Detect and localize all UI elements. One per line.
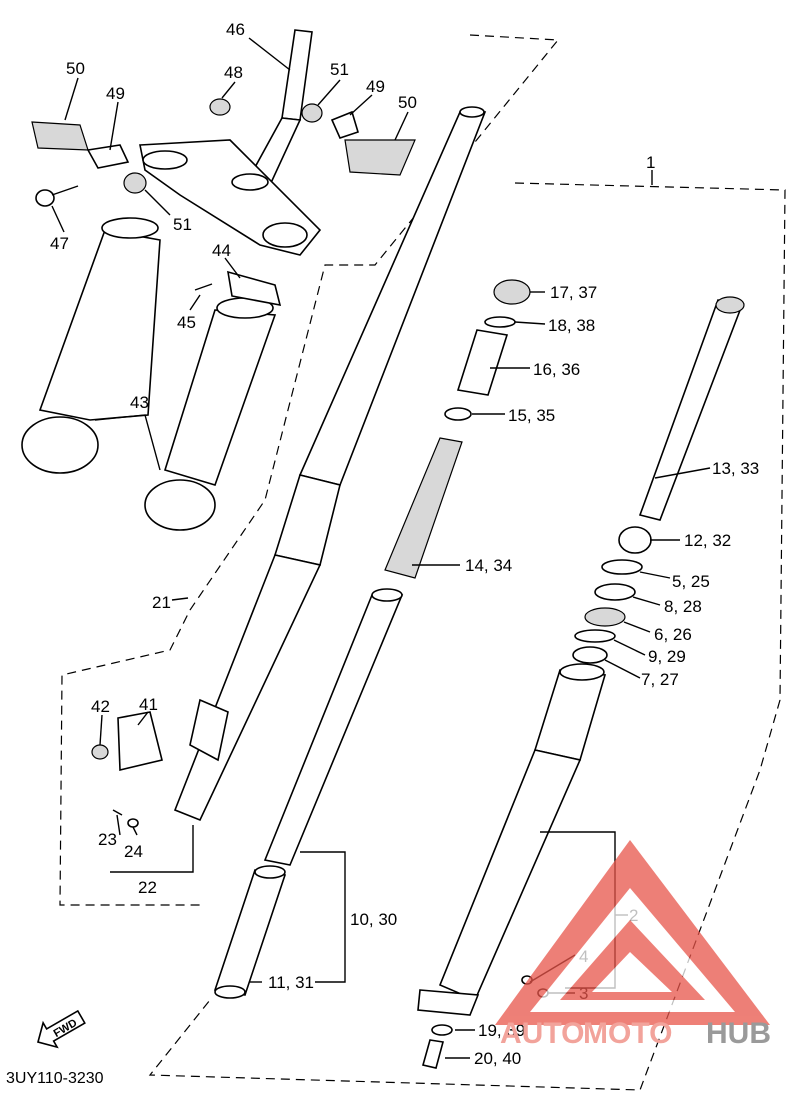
bushing-7-part: [572, 646, 608, 664]
callout-49a: 49: [106, 84, 125, 103]
callout-45: 45: [177, 313, 196, 332]
diagram-code: 3UY110-3230: [6, 1070, 104, 1087]
callout-19-39: 19, 39: [478, 1021, 525, 1040]
callout-23: 23: [98, 830, 117, 849]
o-ring-18-part: [484, 316, 516, 328]
callout-6-26: 6, 26: [654, 625, 692, 644]
callout-46: 46: [226, 20, 245, 39]
callout-18-38: 18, 38: [548, 316, 595, 335]
callout-16-36: 16, 36: [533, 360, 580, 379]
bolt-47-part: [35, 185, 79, 207]
watermark-text-auto: AUTO: [500, 1017, 584, 1050]
callout-14-34: 14, 34: [465, 556, 512, 575]
watermark-text-hub: HUB: [706, 1017, 771, 1050]
callout-22: 22: [138, 878, 157, 897]
callout-41: 41: [139, 695, 158, 714]
callout-48: 48: [224, 63, 243, 82]
reflector-50a-part: [31, 121, 89, 151]
callout-10-30: 10, 30: [350, 910, 397, 929]
callout-15-35: 15, 35: [508, 406, 555, 425]
washer-19-part: [431, 1024, 453, 1036]
nut-42-part: [91, 744, 109, 760]
watermark-text-moto: MOTO: [583, 1017, 672, 1050]
callout-5-25: 5, 25: [672, 572, 710, 591]
leader-lines: [51, 37, 711, 1059]
outer-tube-2-part: [417, 663, 607, 1016]
fork-boot-right-part: [144, 297, 277, 531]
callout-43: 43: [130, 393, 149, 412]
washer-15-part: [444, 407, 472, 421]
callout-50a: 50: [66, 59, 85, 78]
callout-20-40: 20, 40: [474, 1049, 521, 1068]
callout-24: 24: [124, 842, 143, 861]
bracket-41-part: [117, 711, 163, 772]
callout-51b: 51: [173, 215, 192, 234]
bracket-49a-part: [86, 144, 130, 169]
bolt-20-part: [422, 1039, 445, 1069]
callout-11-31: 11, 31: [268, 973, 314, 992]
callout-1: 1: [646, 153, 655, 172]
fork-boot-left-part: [21, 217, 161, 474]
damper-rod-13-part: [638, 299, 744, 521]
callout-9-29: 9, 29: [648, 647, 686, 666]
callout-44: 44: [212, 241, 231, 260]
washer-9-part: [574, 629, 616, 643]
callout-42: 42: [91, 697, 110, 716]
assembly-1-outline: [148, 182, 786, 1091]
seal-5-part: [601, 559, 643, 575]
screw-23-part: [112, 809, 123, 816]
callout-8-28: 8, 28: [664, 597, 702, 616]
callout-17-37: 17, 37: [550, 283, 597, 302]
oil-seal-6-part: [584, 607, 626, 627]
screw-45-part: [194, 283, 213, 291]
bracket-49b-part: [330, 110, 359, 139]
cap-bolt-17-part: [493, 279, 531, 305]
watermark-logo: [495, 840, 770, 1025]
reflector-50b-part: [344, 139, 416, 176]
taper-spindle-12-part: [618, 526, 652, 554]
fwd-arrow: FWD: [37, 1009, 86, 1049]
callout-51a: 51: [330, 60, 349, 79]
callout-12-32: 12, 32: [684, 531, 731, 550]
spring-14-part: [384, 437, 463, 579]
washer-24-part: [127, 818, 139, 828]
clip-8-part: [594, 583, 636, 601]
callout-21: 21: [152, 593, 171, 612]
callout-7-27: 7, 27: [641, 670, 679, 689]
fwd-label: FWD: [52, 1017, 80, 1040]
nut-51b-part: [123, 172, 147, 194]
nut-51a-part: [301, 103, 323, 123]
callout-47: 47: [50, 234, 69, 253]
callout-50b: 50: [398, 93, 417, 112]
nut-48-part: [209, 98, 231, 116]
callout-49b: 49: [366, 77, 385, 96]
clamp-44-part: [227, 270, 282, 307]
outer-tube-21-part: [173, 106, 487, 822]
steering-stem-part: [139, 29, 322, 256]
spacer-16-part: [456, 329, 509, 396]
callout-13-33: 13, 33: [712, 459, 759, 478]
